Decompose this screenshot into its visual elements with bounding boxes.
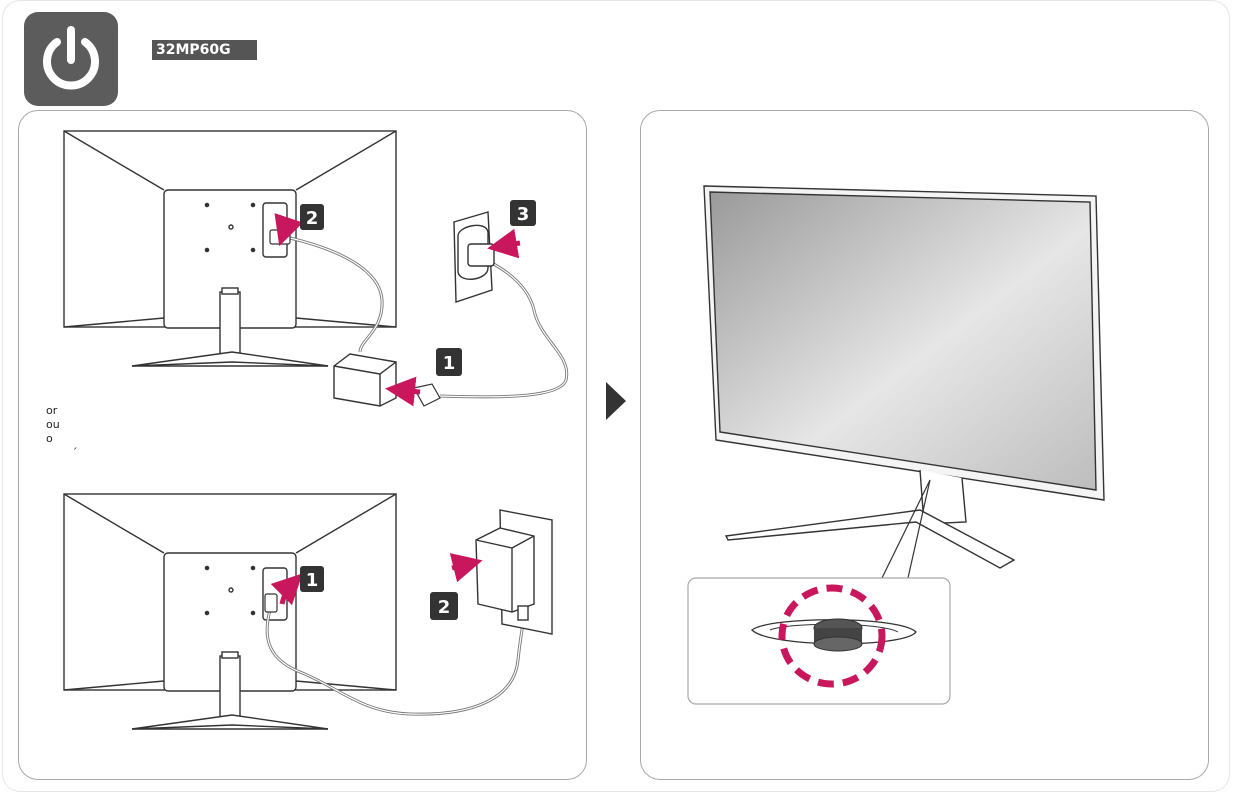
or-label-fr: ou: [46, 418, 60, 431]
svg-text:1: 1: [306, 570, 319, 591]
connector-dc-upper: [269, 229, 291, 245]
zoom-callout-lines: [881, 479, 931, 579]
wall-outlet-lower: [475, 509, 553, 635]
svg-text:3: 3: [517, 204, 530, 225]
or-label-es: o: [46, 432, 53, 445]
model-label: 32MP60G: [152, 40, 257, 60]
badge-step1-lower: 1: [300, 566, 324, 592]
svg-text:2: 2: [306, 208, 319, 229]
arrow-step3-upper: [487, 228, 521, 259]
svg-text:2: 2: [438, 597, 451, 618]
wall-outlet-upper: [453, 211, 495, 303]
power-icon: [43, 26, 99, 90]
badge-step2-lower: 2: [430, 592, 458, 620]
zoom-inset: [687, 577, 951, 705]
arrow-step1-upper: [385, 376, 421, 407]
or-label-acc: ´: [72, 446, 78, 459]
monitor-back-lower: [63, 493, 397, 730]
power-adapter: [333, 353, 397, 407]
power-cable-lower: [265, 609, 526, 716]
badge-step2-upper: 2: [300, 204, 324, 230]
arrow-step2-lower: [449, 553, 483, 583]
arrow-step2-upper: [274, 213, 303, 247]
badge-step1-upper: 1: [436, 348, 462, 376]
badge-step3-upper: 3: [510, 200, 536, 226]
monitor-back-upper: [63, 130, 397, 367]
power-tile: [24, 12, 118, 106]
svg-text:1: 1: [443, 353, 456, 374]
highlight-circle: [778, 584, 886, 688]
connector-dc-lower: [264, 593, 278, 613]
or-label: or ou o ´: [46, 404, 78, 460]
ac-plug-upper: [413, 383, 441, 407]
next-arrow-icon: [606, 382, 626, 420]
monitor-front: [703, 185, 1105, 569]
arrow-step1-lower: [270, 573, 303, 606]
or-label-en: or: [46, 404, 58, 417]
power-cable-upper: [289, 236, 569, 399]
